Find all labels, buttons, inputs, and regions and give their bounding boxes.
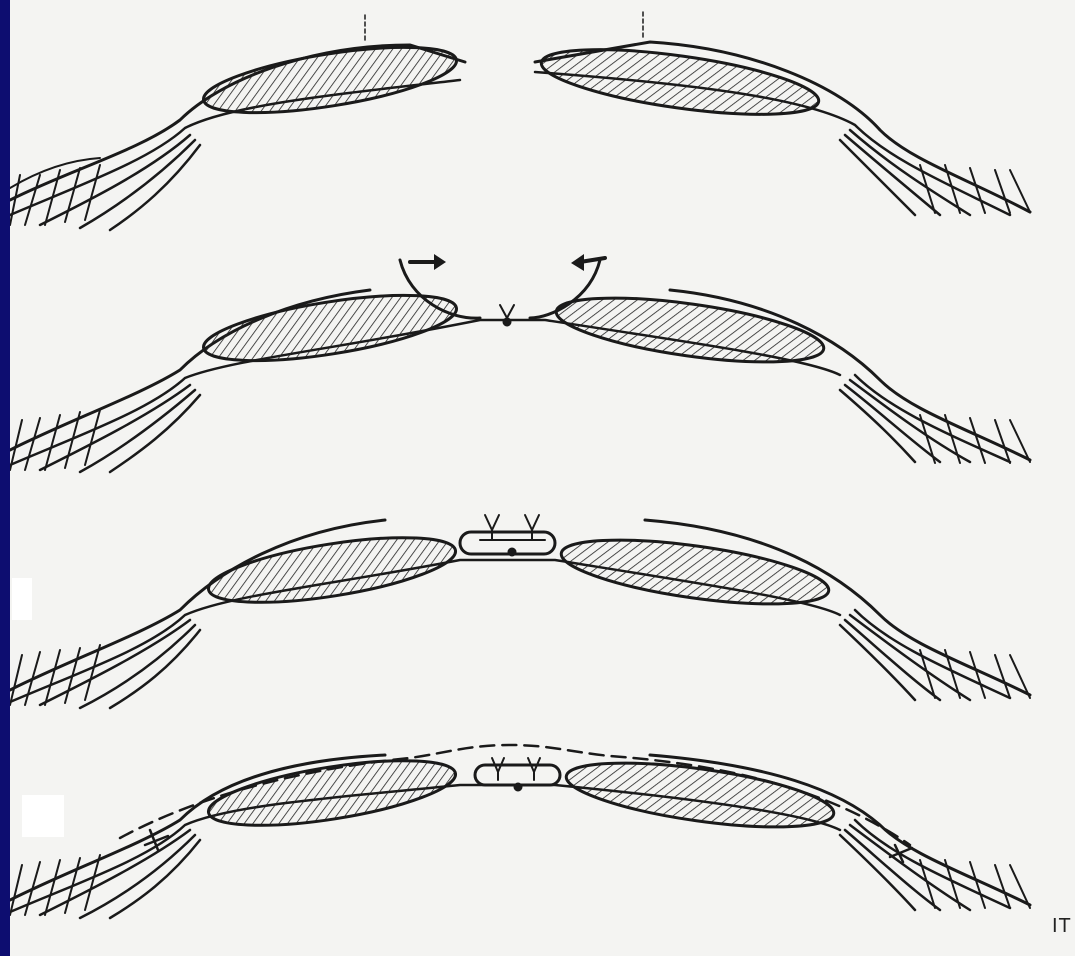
- stage-1-diagram: [10, 12, 1030, 230]
- margin-highlight: [22, 795, 64, 837]
- figure-panel: IT: [10, 0, 1075, 956]
- figure-credit-label: IT: [1052, 915, 1072, 938]
- stage-3-diagram: [10, 515, 1030, 708]
- stage-4-diagram: [10, 745, 1030, 918]
- figure-diagram: [10, 0, 1075, 956]
- margin-highlight: [12, 578, 32, 620]
- stage-2-diagram: [10, 254, 1030, 472]
